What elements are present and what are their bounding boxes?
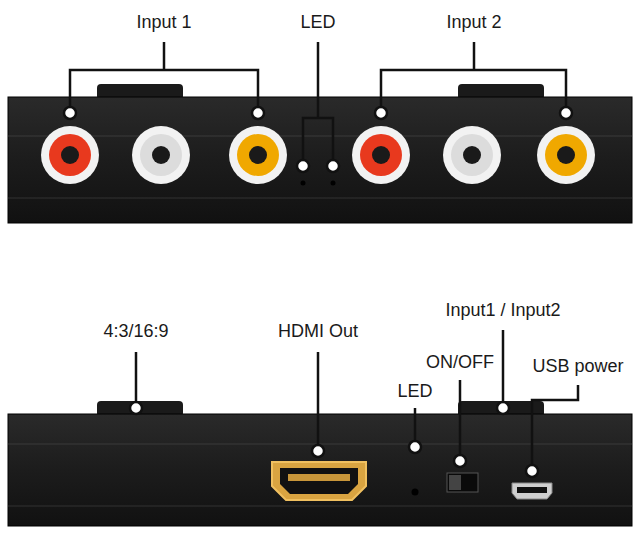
callout-label: HDMI Out — [276, 321, 360, 341]
callout-label: LED — [395, 381, 434, 401]
callout-label: LED — [298, 12, 337, 32]
callout-label: Input 2 — [444, 12, 503, 32]
callout-label: Input1 / Input2 — [443, 300, 562, 320]
callout-label: ON/OFF — [424, 352, 496, 372]
callout-label: Input 1 — [134, 12, 193, 32]
callout-label: USB power — [530, 356, 625, 376]
callout-label: 4:3/16:9 — [101, 321, 170, 341]
